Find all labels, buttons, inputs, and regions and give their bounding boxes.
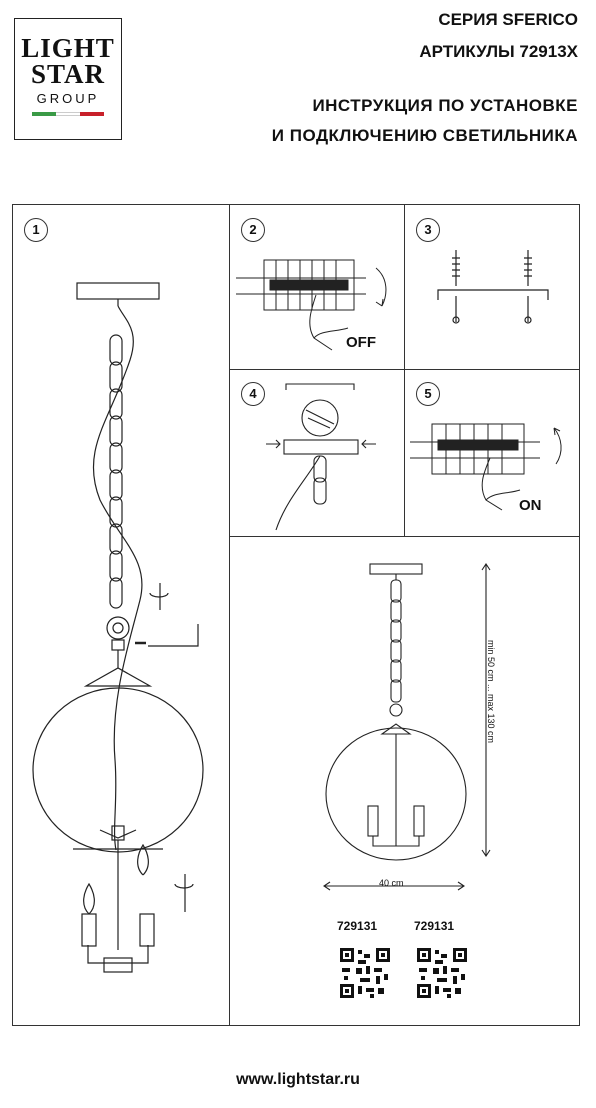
screw-icon — [452, 250, 460, 324]
breaker-off-drawing — [236, 259, 387, 351]
hand-icon — [309, 294, 349, 351]
qr-code-icon[interactable] — [417, 948, 467, 998]
series-title: СЕРИЯ SFERICO — [438, 10, 578, 29]
step-number-3: 3 — [416, 218, 440, 242]
qr-code-label-2: 729131 — [414, 919, 455, 933]
divider-horizontal-1 — [229, 369, 580, 371]
instruction-title-line1: ИНСТРУКЦИЯ ПО УСТАНОВКЕ — [312, 96, 578, 115]
rotate-icon — [553, 427, 562, 465]
dimension-drawing — [323, 563, 491, 891]
height-dimension: min 50 cm ... max 130 cm — [486, 640, 496, 744]
width-dimension: 40 cm — [379, 878, 404, 888]
step-number-2: 2 — [241, 218, 265, 242]
hand-icon — [481, 457, 521, 511]
divider-horizontal-2 — [229, 536, 580, 538]
rotate-icon — [375, 267, 387, 307]
step-number-4: 4 — [241, 382, 265, 406]
off-label: OFF — [346, 334, 376, 351]
canopy-fixing-drawing — [266, 383, 376, 531]
breaker-on-drawing — [410, 423, 562, 511]
on-label: ON — [519, 497, 542, 514]
divider-vertical-main — [229, 204, 231, 1026]
website-link[interactable]: www.lightstar.ru — [236, 1071, 360, 1088]
instruction-title-line2: И ПОДКЛЮЧЕНИЮ СВЕТИЛЬНИКА — [271, 126, 578, 145]
logo-text-star: STAR — [30, 59, 106, 89]
chain-links — [109, 334, 123, 609]
logo-text-group: GROUP — [36, 91, 100, 106]
brand-logo: LIGHT STAR GROUP — [14, 18, 122, 140]
screw-drawing — [437, 250, 549, 324]
qr-code-label-1: 729131 — [337, 919, 378, 933]
italian-flag-icon — [32, 112, 104, 116]
breaker-icon — [263, 259, 355, 311]
qr-code-icon[interactable] — [340, 948, 390, 998]
step-number-5: 5 — [416, 382, 440, 406]
screw-icon — [524, 250, 532, 324]
instruction-frame — [12, 204, 580, 1026]
logo-text-light: LIGHT — [21, 33, 115, 63]
step-number-1: 1 — [24, 218, 48, 242]
article-numbers: АРТИКУЛЫ 72913X — [419, 42, 578, 61]
breaker-icon — [431, 423, 525, 475]
